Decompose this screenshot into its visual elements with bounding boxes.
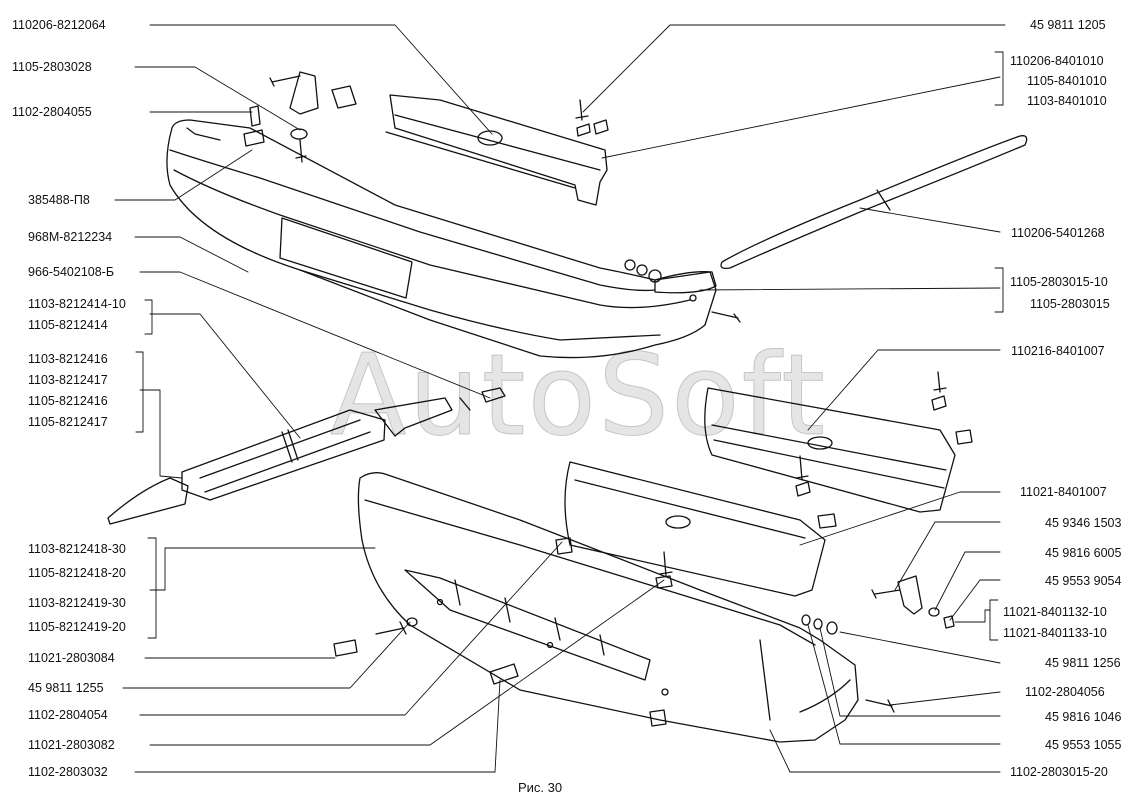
watermark: AutoSoft <box>329 331 828 461</box>
part-label: 1102-2803032 <box>28 765 108 779</box>
part-label: 45 9553 1055 <box>1045 738 1122 752</box>
part-label: 1103-8212419-30 <box>28 596 126 610</box>
part-label: 1102-2804056 <box>1025 685 1105 699</box>
grille-lower-mid <box>564 455 837 597</box>
side-bracket <box>801 575 955 713</box>
part-label: 11021-8401007 <box>1020 485 1107 499</box>
upper-right-fasteners <box>624 259 741 323</box>
part-label: 1105-8212417 <box>28 415 108 429</box>
part-label: 110206-8401010 <box>1010 54 1104 68</box>
part-label: 110216-8401007 <box>1011 344 1105 358</box>
part-label: 11021-2803082 <box>28 738 115 752</box>
part-label: 1102-2803015-20 <box>1010 765 1108 779</box>
figure-caption: Рис. 30 <box>518 780 563 795</box>
top-left-fasteners <box>243 71 357 163</box>
part-label: 1105-8212418-20 <box>28 566 126 580</box>
part-label: 1103-8212416 <box>28 352 108 366</box>
part-label: 1105-2803015-10 <box>1010 275 1108 289</box>
front-bumper-lower <box>357 472 859 743</box>
part-label: 1103-8212417 <box>28 373 108 387</box>
part-label: 1103-8212414-10 <box>28 297 126 311</box>
part-label: 110206-8212064 <box>12 18 106 32</box>
leader-lines <box>114 24 1006 773</box>
part-label: 1105-8212419-20 <box>28 620 126 634</box>
part-label: 1105-8212416 <box>28 394 108 408</box>
part-label: 1105-2803015 <box>1030 297 1110 311</box>
part-label: 1105-2803028 <box>12 60 92 74</box>
moulding-strip <box>720 135 1028 270</box>
part-label: 45 9816 6005 <box>1045 546 1122 560</box>
part-label: 385488-П8 <box>28 193 90 207</box>
grille-upper <box>385 94 609 206</box>
part-label: 45 9811 1255 <box>28 681 104 695</box>
part-label: 968М-8212234 <box>28 230 113 244</box>
part-label: 45 9816 1046 <box>1045 710 1122 724</box>
part-label: 45 9346 1503 <box>1045 516 1122 530</box>
part-label: 11021-8401132-10 <box>1003 605 1107 619</box>
grille-lower-right <box>704 371 973 513</box>
lower-left-fasteners <box>333 617 519 685</box>
part-label: 1105-8401010 <box>1027 74 1107 88</box>
part-label: 11021-8401133-10 <box>1003 626 1107 640</box>
part-label: 1105-8212414 <box>28 318 108 332</box>
part-label: 1102-2804054 <box>28 708 108 722</box>
part-label: 45 9811 1205 <box>1030 18 1106 32</box>
part-label: 45 9553 9054 <box>1045 574 1122 588</box>
part-label: 110206-5401268 <box>1011 226 1105 240</box>
part-label: 966-5402108-Б <box>28 265 115 279</box>
part-label: 1103-8212418-30 <box>28 542 126 556</box>
front-bumper-upper <box>166 119 717 359</box>
part-label: 45 9811 1256 <box>1045 656 1121 670</box>
part-label: 1103-8401010 <box>1027 94 1107 108</box>
energy-absorber <box>107 387 506 525</box>
part-label: 11021-2803084 <box>28 651 115 665</box>
part-label: 1102-2804055 <box>12 105 92 119</box>
label-brackets <box>135 51 1004 641</box>
